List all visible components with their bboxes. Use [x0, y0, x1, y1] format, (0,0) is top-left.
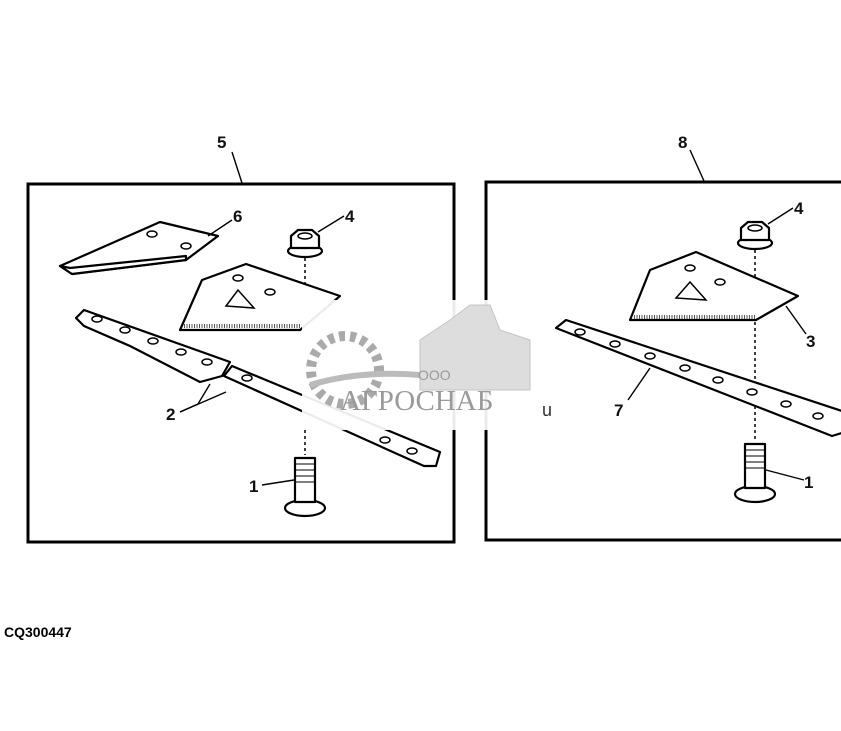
knife-section [628, 250, 800, 322]
callout-1b: 1 [804, 473, 813, 492]
hold-down-plate [58, 220, 220, 276]
callout-1: 1 [249, 477, 258, 496]
callout-2: 2 [166, 405, 175, 424]
callout-7: 7 [614, 401, 623, 420]
callout-5: 5 [217, 133, 226, 152]
gear-icon [306, 331, 384, 409]
callout-6: 6 [233, 207, 242, 226]
flange-nut [736, 220, 774, 251]
watermark-suffix: u [542, 400, 552, 420]
knife-back [554, 318, 841, 438]
callout-8: 8 [678, 133, 687, 152]
watermark-logo: ООО АГРОСНАБ u [302, 300, 552, 430]
callout-3: 3 [806, 332, 815, 351]
watermark-prefix: ООО [418, 367, 451, 383]
callout-4: 4 [345, 207, 355, 226]
right-panel: 8 4 3 7 [484, 133, 841, 542]
leader-line [231, 151, 243, 184]
flange-nut [286, 228, 324, 259]
bolt [733, 442, 777, 504]
callout-4b: 4 [794, 199, 804, 218]
knife-section [178, 262, 342, 332]
combine-harvester-icon [419, 304, 531, 391]
bolt [283, 456, 327, 518]
figure-code: CQ300447 [4, 624, 72, 640]
watermark-brand: АГРОСНАБ [340, 385, 493, 417]
